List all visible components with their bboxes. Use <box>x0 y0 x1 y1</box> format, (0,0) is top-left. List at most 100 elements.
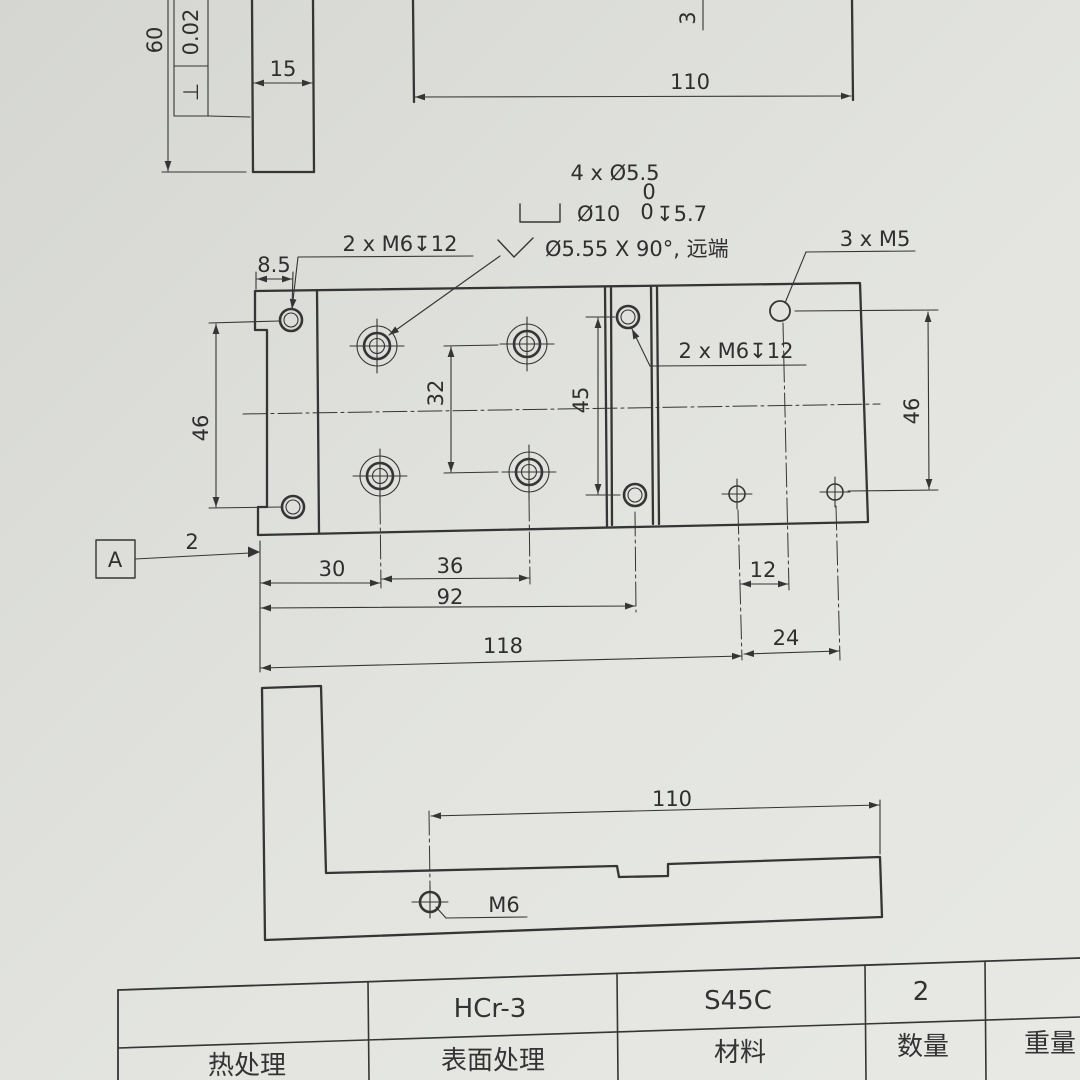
counterbore-diameter-text: Ø10 <box>577 202 620 226</box>
front-m6-label-text: M6 <box>488 893 519 917</box>
left-46-extension-bottom <box>208 506 283 509</box>
hole-count-diameter-text: 4 x Ø5.5 <box>570 161 659 185</box>
datum-leader-line <box>134 552 251 560</box>
title-block-col-4 <box>984 960 987 1080</box>
counterbore-hole-1 <box>349 318 405 374</box>
hole-centerline-x530 <box>528 496 531 585</box>
hole-centerline-x789 <box>782 322 790 591</box>
m5-callout-underline <box>805 250 916 253</box>
m5-hole-top <box>769 300 791 322</box>
title-block-middle-line <box>117 1016 1080 1049</box>
strip-edge-1 <box>603 286 609 528</box>
quantity-label: 数量 <box>897 1032 949 1062</box>
quantity-value: 2 <box>913 977 930 1007</box>
side-view-right-edge <box>311 0 316 174</box>
dim-36-text: 36 <box>437 554 464 578</box>
title-block-top-line <box>117 957 1080 991</box>
strip-edge-2 <box>609 286 614 527</box>
title-block-col-1 <box>367 981 370 1080</box>
plan-view: 4 x Ø5.5 Ø10 0 0 ↧5.7 Ø5.55 X 90°, 远端 2 … <box>95 161 939 673</box>
dim-92-text: 92 <box>437 585 464 609</box>
dim-24-text: 24 <box>773 626 800 650</box>
edge-to-hole-text: 8.5 <box>257 253 290 277</box>
dim-92-line <box>260 602 636 612</box>
tolerance-lower-text: 0 <box>640 200 653 224</box>
tapped-left-underline <box>297 255 474 258</box>
tolerance-value-text: 0.02 <box>179 9 203 56</box>
tapped-hole-strip-top <box>615 304 641 330</box>
dim-30-text: 30 <box>319 557 346 581</box>
tapped-left-leader <box>289 256 299 310</box>
hole-centerline-x636 <box>634 511 637 613</box>
dim-36-line <box>381 574 530 583</box>
right-46-extension-bottom <box>847 489 939 492</box>
strip-edge-3 <box>649 285 655 526</box>
weight-label: 重量 <box>1024 1029 1076 1059</box>
tolerance-frame <box>173 0 209 117</box>
tapped-left-callout-text: 2 x M6↧12 <box>343 232 458 256</box>
dim-32-extension-top <box>443 344 499 347</box>
countersink-symbol-icon <box>497 237 534 258</box>
tapped-right-callout-text: 2 x M6↧12 <box>679 339 794 363</box>
horizontal-centerline <box>242 403 881 415</box>
surface-treatment-label: 表面处理 <box>441 1046 545 1076</box>
top-view-length-dimension-line <box>414 92 852 101</box>
m5-callout-text: 3 x M5 <box>840 227 911 251</box>
front-m6-hole <box>411 885 449 919</box>
counterbore-hole-3 <box>352 448 408 504</box>
dim-32-text: 32 <box>424 380 448 407</box>
datum-offset-text: 2 <box>185 530 198 554</box>
heat-treatment-label: 热处理 <box>208 1051 286 1080</box>
dim-118-text: 118 <box>483 634 523 658</box>
datum-triangle <box>248 546 260 558</box>
tapped-hole-top-left <box>278 307 304 333</box>
title-block-col-3 <box>864 964 867 1080</box>
height-dimension-text: 60 <box>143 27 167 54</box>
m5-hole-bottom-1 <box>721 478 753 510</box>
dim-45-text: 45 <box>569 387 593 414</box>
front-length-text: 110 <box>652 787 692 811</box>
side-view-partial: 15 60 0.02 ⊥ <box>143 0 316 174</box>
dim-12-text: 12 <box>750 558 777 582</box>
counterbore-leader-arrow <box>388 255 501 336</box>
datum-label-text: A <box>108 548 123 572</box>
side-view-left-edge <box>250 0 255 174</box>
right-46-text: 46 <box>900 398 924 425</box>
right-46-dimension-line <box>924 311 933 490</box>
hole-extension-line <box>291 271 294 309</box>
top-view-right-edge <box>850 0 855 102</box>
top-view-step-text: 3 <box>676 11 700 24</box>
dim-118-line <box>260 652 743 672</box>
front-view-outline <box>260 684 884 942</box>
m5-hole-bottom-2 <box>819 476 851 508</box>
counterbore-hole-4 <box>501 444 557 500</box>
tolerance-upper-text: 0 <box>642 180 655 204</box>
tapped-hole-strip-bottom <box>622 482 648 508</box>
front-length-dimension-line <box>430 801 880 820</box>
m5-callout-leader <box>784 251 807 304</box>
front-hole-centerline <box>428 810 431 887</box>
countersink-text: Ø5.55 X 90°, 远端 <box>545 237 729 261</box>
hole-centerline-x838 <box>835 505 841 661</box>
top-view-length-text: 110 <box>670 70 710 94</box>
tapped-right-underline <box>649 364 807 367</box>
tolerance-leader-line <box>207 115 251 118</box>
front-view: M6 110 <box>260 684 884 942</box>
thickness-dimension-text: 15 <box>270 57 297 81</box>
plate-inner-edge-left <box>315 288 321 535</box>
counterbore-hole-2 <box>499 316 555 372</box>
counterbore-depth-text: ↧5.7 <box>656 202 707 226</box>
hole-centerline-x740 <box>737 509 743 661</box>
tapped-right-leader <box>631 328 651 367</box>
left-46-extension-top <box>208 320 281 324</box>
surface-treatment-value: HCr-3 <box>454 994 527 1024</box>
strip-edge-4 <box>655 285 661 526</box>
right-46-extension-top <box>794 309 939 312</box>
hole-centerline-x380 <box>379 499 382 589</box>
dim-32-extension-bottom <box>443 471 499 474</box>
top-view-partial: 110 3 <box>411 0 855 104</box>
title-block: HCr-3 S45C 2 热处理 表面处理 材料 数量 重量 <box>117 957 1080 1080</box>
front-m6-leader <box>435 906 447 919</box>
top-view-left-edge <box>411 0 416 104</box>
title-block-col-2 <box>616 972 619 1080</box>
